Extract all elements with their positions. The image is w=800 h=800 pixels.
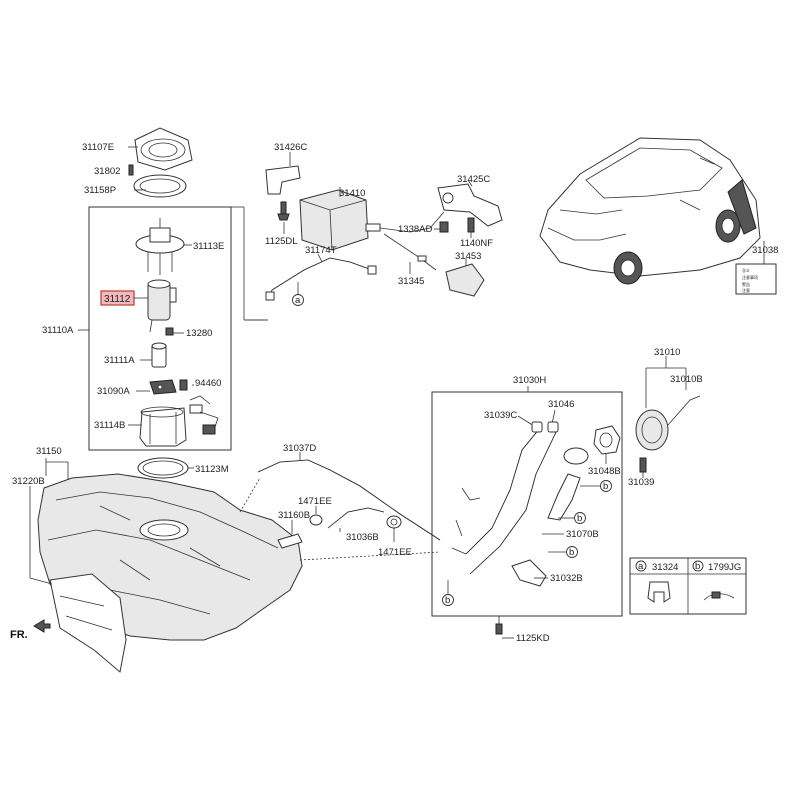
nut-1140NF — [467, 217, 475, 233]
label-31110A: 31110A — [42, 325, 74, 336]
label-31174T: 31174T — [305, 245, 337, 256]
canister-31410 — [299, 189, 381, 251]
bolt-1125DL — [277, 201, 290, 221]
label-1338AD: 1338AD — [398, 224, 432, 235]
label-13280: 13280 — [186, 328, 212, 339]
label-31426C: 31426C — [274, 142, 307, 153]
tube-31345 — [379, 211, 445, 233]
module-31453 — [445, 263, 485, 297]
gasket-plate-31107E — [134, 127, 193, 171]
connector-31160B — [277, 533, 303, 549]
svg-text:b: b — [569, 547, 574, 558]
regulator-31090A — [149, 379, 177, 395]
callout-a-text: a — [295, 295, 301, 306]
label-31160B: 31160B — [278, 510, 310, 521]
label-31114B: 31114B — [94, 420, 125, 431]
filler-neck-box — [431, 391, 623, 617]
bracket-31070B — [547, 473, 581, 521]
label-1125KD: 1125KD — [516, 633, 550, 644]
svg-text:b: b — [695, 561, 700, 572]
bolt-1125KD — [495, 623, 503, 635]
label-31220B: 31220B — [12, 476, 45, 487]
label-1471EE-upper: 1471EE — [298, 496, 332, 507]
clip-13280 — [165, 327, 174, 336]
tether-31010B — [667, 395, 701, 426]
legend-a-code: 31324 — [652, 562, 678, 573]
front-direction-marker — [33, 619, 51, 633]
label-31453: 31453 — [455, 251, 481, 262]
label-94460: 94460 — [195, 378, 221, 389]
gasket-ring-31123M — [137, 457, 189, 479]
bolt-31039 — [639, 457, 647, 473]
label-31345: 31345 — [398, 276, 424, 287]
screw-31802 — [128, 164, 134, 176]
callout-b-1 — [600, 480, 612, 492]
label-31036B: 31036B — [346, 532, 379, 543]
label-1471EE-lower: 1471EE — [378, 547, 412, 558]
callout-b-2 — [574, 512, 586, 524]
label-31038: 31038 — [752, 245, 778, 256]
label-31090A: 31090A — [97, 386, 130, 397]
label-31010B: 31010B — [670, 374, 703, 385]
label-31123M: 31123M — [195, 464, 229, 475]
pump-assembly-box — [88, 206, 232, 451]
label-31112: 31112 — [104, 294, 131, 305]
label-31030H: 31030H — [513, 375, 546, 386]
label-31048B: 31048B — [588, 466, 621, 477]
label-31111A: 31111A — [104, 355, 135, 366]
vent-tube-31037D — [257, 459, 441, 541]
bracket-31426C — [265, 165, 301, 195]
lock-ring-31158P — [133, 174, 187, 198]
pump-flange-31113E — [135, 218, 185, 275]
label-31070B: 31070B — [566, 529, 599, 540]
fuel-pump-31112 — [147, 279, 177, 333]
svg-text:a: a — [638, 561, 644, 572]
filler-neck-31036B — [451, 421, 589, 575]
clip-31324-icon — [647, 581, 671, 603]
label-1140NF: 1140NF — [460, 238, 493, 249]
svg-text:경고: 경고 — [742, 267, 750, 273]
label-31802: 31802 — [94, 166, 120, 177]
label-31410: 31410 — [339, 188, 365, 199]
callout-b-4 — [442, 594, 454, 606]
vehicle-illustration — [539, 137, 761, 285]
reservoir-31114B — [139, 406, 187, 447]
label-31107E: 31107E — [82, 142, 114, 153]
clamp-1471EE-upper — [309, 514, 323, 526]
bolt-1338AD — [439, 221, 449, 233]
fuel-cap-31010 — [635, 409, 669, 451]
front-marker-text: FR. — [10, 629, 28, 641]
label-31039: 31039 — [628, 477, 654, 488]
label-31158P: 31158P — [84, 185, 116, 196]
label-31039C: 31039C — [484, 410, 517, 421]
svg-text:注意: 注意 — [742, 287, 750, 293]
label-31113E: 31113E — [193, 241, 224, 252]
svg-text:b: b — [445, 595, 450, 606]
legend-b-code: 1799JG — [708, 562, 741, 573]
sender-94460 — [179, 379, 219, 435]
label-31037D: 31037D — [283, 443, 316, 454]
svg-text:注意事项: 注意事项 — [742, 274, 758, 280]
legend-box: a 31324 b 1799JG — [629, 557, 747, 615]
svg-text:b: b — [577, 513, 582, 524]
warning-label-31038: 경고 注意事项 警告 注意 — [735, 263, 777, 295]
clamp-1471EE-lower — [386, 515, 402, 529]
label-1125DL: 1125DL — [265, 236, 298, 247]
label-31150: 31150 — [36, 446, 62, 457]
heat-shield-31220B — [49, 573, 127, 673]
label-31425C: 31425C — [457, 174, 490, 185]
label-31046: 31046 — [548, 399, 574, 410]
label-31032B: 31032B — [550, 573, 583, 584]
svg-text:警告: 警告 — [742, 281, 750, 287]
filter-31111A — [151, 342, 167, 368]
label-31010: 31010 — [654, 347, 680, 358]
callout-b-3 — [566, 546, 578, 558]
svg-text:b: b — [603, 481, 608, 492]
hose-31036B — [327, 507, 385, 529]
valve-bracket-31425C — [437, 183, 503, 227]
bracket-31032B — [511, 559, 547, 587]
housing-31048B — [593, 425, 621, 455]
callout-a-hose — [292, 294, 304, 306]
